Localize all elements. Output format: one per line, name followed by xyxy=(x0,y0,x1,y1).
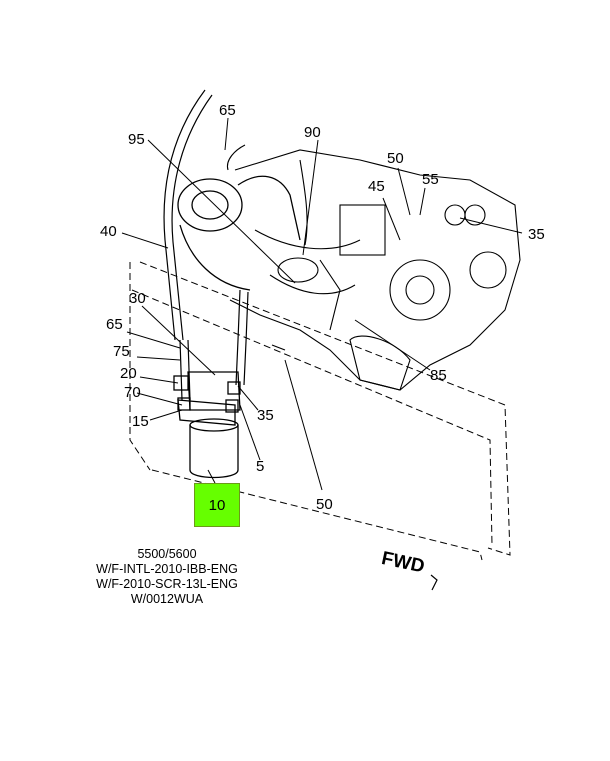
callout-55: 55 xyxy=(422,171,439,188)
callout-85: 85 xyxy=(430,367,447,384)
fwd-arrow-icon xyxy=(430,574,438,591)
fuel-lines xyxy=(179,289,286,401)
callout-10-label: 10 xyxy=(208,496,226,514)
notes-line-3: W/F-2010-SCR-13L-ENG xyxy=(96,577,238,591)
callout-40: 40 xyxy=(100,223,117,240)
engine-block xyxy=(226,144,521,391)
callout-50-upper: 50 xyxy=(387,150,404,167)
notes-line-2: W/F-INTL-2010-IBB-ENG xyxy=(96,562,238,576)
fuel-filter-canister xyxy=(189,418,239,479)
notes-line-4: W/0012WUA xyxy=(130,592,204,606)
callout-70: 70 xyxy=(124,384,141,401)
callout-15: 15 xyxy=(132,413,149,430)
turbocharger xyxy=(177,175,301,291)
filter-bracket xyxy=(173,371,241,426)
callout-95: 95 xyxy=(128,131,145,148)
leader-lines xyxy=(121,117,523,491)
callout-35-mid: 35 xyxy=(257,407,274,424)
callout-45: 45 xyxy=(368,178,385,195)
callout-65-upper: 65 xyxy=(219,102,236,119)
callout-5: 5 xyxy=(256,458,265,475)
frame-rail xyxy=(129,261,511,561)
callout-10-highlight[interactable]: 10 xyxy=(194,483,240,527)
callout-20: 20 xyxy=(120,365,137,382)
hose-40 xyxy=(163,89,213,341)
callout-65-left: 65 xyxy=(106,316,123,333)
callout-75: 75 xyxy=(113,343,130,360)
callout-90: 90 xyxy=(304,124,321,141)
callout-35-right: 35 xyxy=(528,226,545,243)
callout-50-lower: 50 xyxy=(316,496,333,513)
applicability-notes: 5500/5600 W/F-INTL-2010-IBB-ENG W/F-2010… xyxy=(92,547,242,607)
notes-line-1: 5500/5600 xyxy=(137,547,197,561)
callout-30: 30 xyxy=(129,290,146,307)
